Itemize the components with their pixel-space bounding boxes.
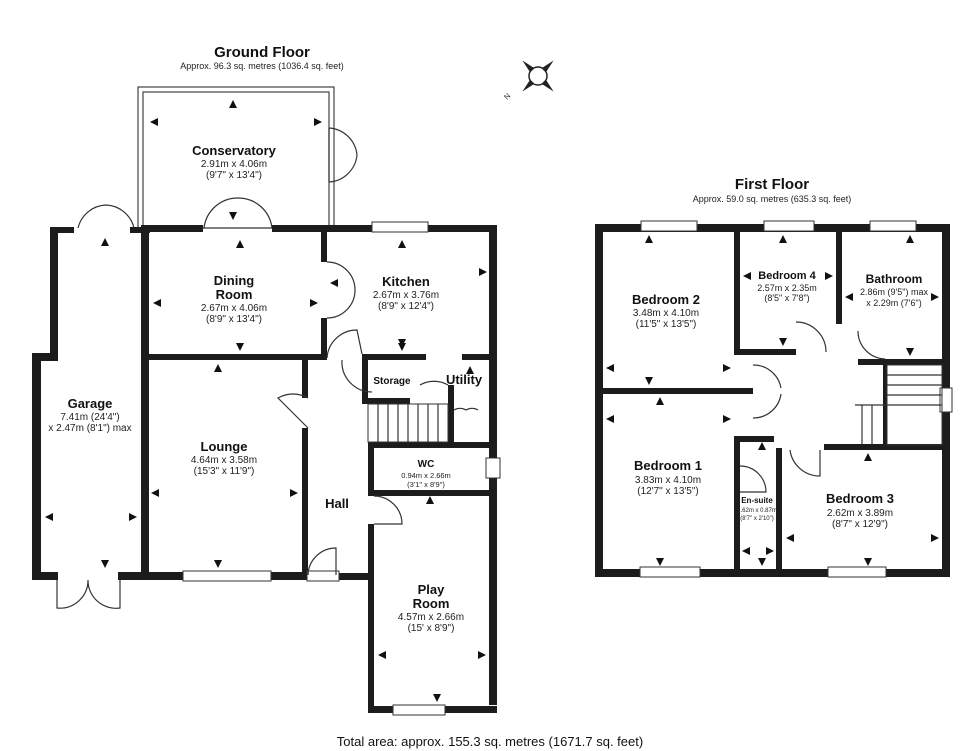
conservatory-dim-ft: (9'7" x 13'4") — [206, 170, 262, 181]
ensuite-dim-ft: (8'7" x 2'10") — [740, 516, 774, 522]
bedroom2-dim-ft: (11'5" x 13'5") — [636, 319, 697, 330]
room-wc: WC 0.94m x 2.66m (3'1" x 8'9") — [401, 459, 451, 489]
bedroom3-dim-m: 2.62m x 3.89m — [827, 508, 893, 519]
conservatory-dim-m: 2.91m x 4.06m — [201, 159, 267, 170]
first-windows — [639, 220, 953, 578]
room-lounge: Lounge 4.64m x 3.58m (15'3" x 11'9") — [191, 439, 257, 477]
room-ensuite: En-suite 2.62m x 0.87m (8'7" x 2'10") — [737, 496, 777, 522]
wc-dim-ft: (3'1" x 8'9") — [407, 480, 445, 489]
dining-dim-m: 2.67m x 4.06m — [201, 303, 267, 314]
room-bedroom4: Bedroom 4 2.57m x 2.35m (8'5" x 7'8") — [757, 270, 817, 303]
playroom-label-2: Room — [413, 596, 450, 611]
bedroom2-dim-m: 3.48m x 4.10m — [633, 308, 699, 319]
room-bedroom2: Bedroom 2 3.48m x 4.10m (11'5" x 13'5") — [632, 292, 700, 330]
ground-floor: Ground Floor Approx. 96.3 sq. metres (10… — [32, 44, 501, 716]
kitchen-label: Kitchen — [382, 274, 430, 289]
first-floor-area: Approx. 59.0 sq. metres (635.3 sq. feet) — [693, 194, 852, 204]
conservatory-frame — [137, 86, 358, 229]
conservatory-label: Conservatory — [192, 143, 277, 158]
room-bedroom1: Bedroom 1 3.83m x 4.10m (12'7" x 13'5") — [634, 458, 702, 497]
ground-dimension-arrows — [45, 100, 487, 702]
bedroom3-label: Bedroom 3 — [826, 491, 894, 506]
room-kitchen: Kitchen 2.67m x 3.76m (8'9" x 12'4") — [373, 274, 439, 312]
ground-floor-title: Ground Floor — [214, 44, 310, 61]
compass-north-label: N — [502, 91, 512, 101]
bedroom1-label: Bedroom 1 — [634, 458, 702, 473]
storage-label: Storage — [373, 376, 411, 387]
playroom-dim-m: 4.57m x 2.66m — [398, 612, 464, 623]
garage-label: Garage — [68, 396, 113, 411]
ensuite-dim-m: 2.62m x 0.87m — [737, 508, 777, 514]
ensuite-label: En-suite — [741, 496, 773, 505]
garage-rear-doors — [77, 204, 135, 229]
first-doors — [739, 321, 943, 493]
bedroom4-dim-ft: (8'5" x 7'8") — [764, 293, 809, 303]
bedroom1-dim-ft: (12'7" x 13'5") — [637, 486, 699, 497]
utility-label: Utility — [446, 372, 483, 387]
dining-label-1: Dining — [214, 273, 254, 288]
bathroom-dim-m: 2.86m (9'5") max — [860, 287, 928, 297]
dining-label-2: Room — [216, 287, 253, 302]
total-area: Total area: approx. 155.3 sq. metres (16… — [337, 734, 643, 749]
room-conservatory: Conservatory 2.91m x 4.06m (9'7" x 13'4"… — [192, 143, 277, 181]
ground-doors — [277, 261, 479, 576]
first-floor: First Floor Approx. 59.0 sq. metres (635… — [595, 176, 953, 578]
bedroom2-label: Bedroom 2 — [632, 292, 700, 307]
first-floor-title: First Floor — [735, 176, 809, 193]
wc-dim-m: 0.94m x 2.66m — [401, 471, 451, 480]
garage-dim-ft: x 2.47m (8'1") max — [48, 423, 131, 434]
lounge-dim-ft: (15'3" x 11'9") — [194, 466, 255, 477]
bathroom-label: Bathroom — [866, 272, 923, 286]
hall-label: Hall — [325, 496, 349, 511]
bedroom3-dim-ft: (8'7" x 12'9") — [832, 519, 888, 530]
garage-front-doors — [56, 578, 121, 609]
compass-icon: N — [502, 60, 554, 101]
bedroom4-dim-m: 2.57m x 2.35m — [757, 283, 817, 293]
bathroom-dim-ft: x 2.29m (7'6") — [866, 298, 921, 308]
room-garage: Garage 7.41m (24'4") x 2.47m (8'1") max — [48, 396, 131, 434]
kitchen-dim-m: 2.67m x 3.76m — [373, 290, 439, 301]
wc-label: WC — [418, 459, 435, 470]
first-dimension-arrows — [606, 235, 939, 566]
room-bathroom: Bathroom 2.86m (9'5") max x 2.29m (7'6") — [860, 272, 928, 308]
lounge-label: Lounge — [201, 439, 248, 454]
kitchen-dim-ft: (8'9" x 12'4") — [378, 301, 434, 312]
playroom-label-1: Play — [418, 582, 446, 597]
playroom-dim-ft: (15' x 8'9") — [408, 623, 455, 634]
ground-windows — [182, 221, 501, 716]
bedroom1-dim-m: 3.83m x 4.10m — [635, 475, 701, 486]
dining-dim-ft: (8'9" x 13'4") — [206, 314, 262, 325]
lounge-dim-m: 4.64m x 3.58m — [191, 455, 257, 466]
room-playroom: Play Room 4.57m x 2.66m (15' x 8'9") — [398, 582, 464, 634]
room-dining: Dining Room 2.67m x 4.06m (8'9" x 13'4") — [201, 273, 267, 325]
ground-floor-area: Approx. 96.3 sq. metres (1036.4 sq. feet… — [180, 61, 344, 71]
bedroom4-label: Bedroom 4 — [758, 270, 816, 282]
room-bedroom3: Bedroom 3 2.62m x 3.89m (8'7" x 12'9") — [826, 491, 894, 530]
garage-dim-m: 7.41m (24'4") — [60, 412, 119, 423]
